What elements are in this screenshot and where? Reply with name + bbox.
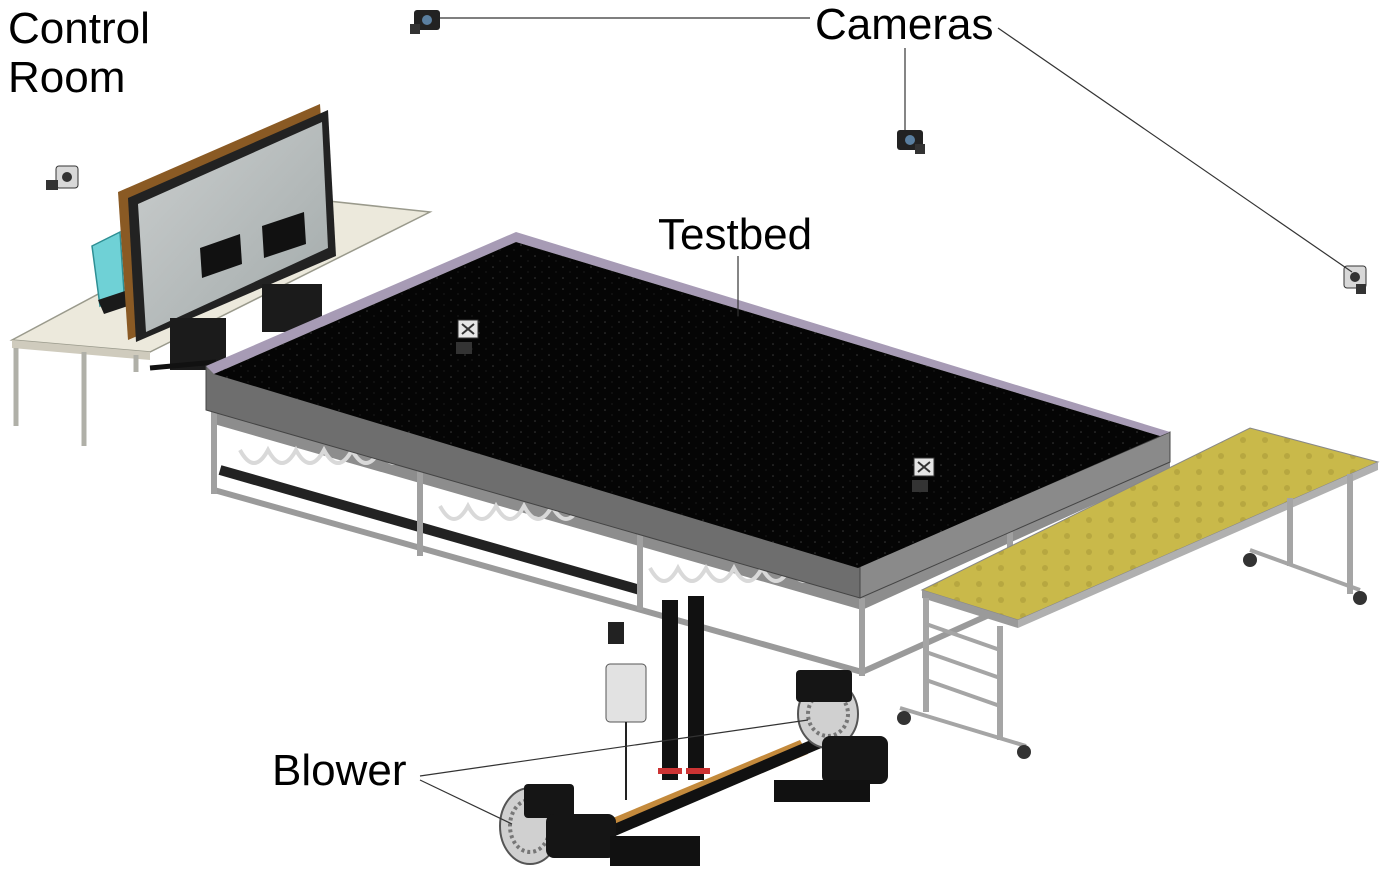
- ramp-platform: [897, 427, 1380, 759]
- desk-edge: [12, 340, 150, 360]
- blower-icon: [499, 784, 700, 866]
- blower-icon: [774, 670, 888, 802]
- robot-icon: [912, 457, 935, 492]
- testbed-back-wall: [516, 232, 1170, 436]
- testbed: [205, 232, 1171, 676]
- blower-label: Blower: [272, 746, 407, 795]
- control-room-label-line1: Control: [8, 4, 150, 53]
- frame-rail: [218, 465, 642, 595]
- cameras-leader-line: [997, 27, 1353, 273]
- control-box: [605, 663, 647, 723]
- monitor-icon: [262, 212, 306, 258]
- horizontal-pipe: [600, 736, 826, 840]
- piping: [560, 596, 826, 854]
- camera-icon: [1343, 265, 1367, 294]
- camera-icon: [410, 10, 440, 34]
- camera-icon: [46, 165, 79, 190]
- frame-rail: [213, 487, 863, 675]
- camera-icon: [897, 130, 925, 154]
- caster-wheels: [897, 553, 1367, 759]
- control-box: [608, 622, 624, 644]
- ramp-edge: [922, 590, 1018, 628]
- testbed-label: Testbed: [658, 210, 813, 259]
- control-room: [9, 104, 433, 446]
- robot-icon: [456, 319, 479, 354]
- frame-rail: [860, 607, 1002, 675]
- vertical-pipe: [662, 600, 678, 780]
- testbed-back-wall: [206, 232, 516, 374]
- vertical-pipe: [688, 596, 704, 780]
- monitor-icon: [200, 234, 242, 278]
- blower-leader-line: [419, 779, 513, 825]
- ramp-ladder-rungs: [899, 548, 1361, 748]
- pipe-clamp: [686, 768, 710, 774]
- cameras-label: Cameras: [815, 0, 994, 49]
- ramp-legs: [923, 474, 1353, 740]
- pipe-clamp: [658, 768, 682, 774]
- window-glass: [138, 122, 328, 332]
- blower-leader-line: [419, 719, 809, 777]
- control-room-label: Control Room: [8, 4, 150, 103]
- control-room-label-line2: Room: [8, 53, 126, 103]
- chair-base: [149, 359, 217, 371]
